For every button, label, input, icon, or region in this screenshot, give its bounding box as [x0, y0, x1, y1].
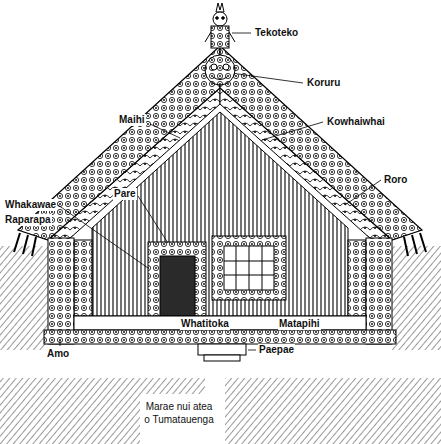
window — [212, 236, 286, 300]
part-label: Whakawae — [4, 199, 57, 211]
part-label: Tekoteko — [254, 27, 299, 39]
part-label: Roro — [383, 174, 408, 186]
tekoteko-figure — [205, 3, 235, 48]
place-label: Marae nui atea o Tumatauenga — [142, 400, 216, 426]
door — [148, 242, 206, 316]
part-label: Raparapa — [4, 214, 52, 226]
part-label: Amo — [46, 348, 70, 360]
part-label: Koruru — [306, 77, 341, 89]
part-label: Paepae — [258, 344, 295, 356]
part-label: Whatitoka — [180, 318, 230, 330]
leader-lines — [58, 33, 381, 350]
maihi-bargeboards — [18, 46, 422, 240]
part-label: Pare — [113, 188, 137, 200]
part-label: Maihi — [118, 114, 146, 126]
part-label: Matapihi — [278, 318, 321, 330]
koruru-face — [205, 55, 235, 85]
porch-floor — [44, 316, 396, 361]
part-label: Kowhaiwhai — [326, 116, 386, 128]
